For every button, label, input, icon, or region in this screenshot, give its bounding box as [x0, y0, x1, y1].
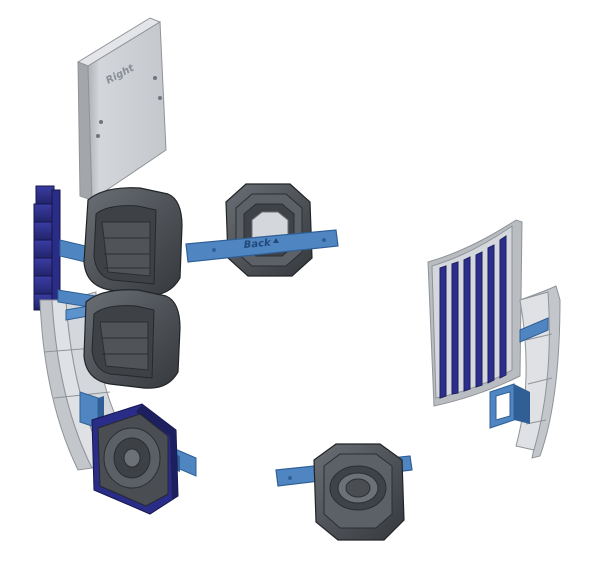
right-mount-brackets — [489, 317, 549, 429]
mount-hole — [99, 120, 103, 124]
right-side-panel: Right — [76, 17, 167, 201]
duct-housing-lower — [83, 289, 181, 389]
right-curved-shroud — [515, 285, 561, 459]
bracket-hole — [288, 476, 292, 480]
bracket-hole — [322, 238, 326, 242]
back-housing-assembly: Back — [185, 183, 339, 277]
triangle-up-icon — [273, 238, 279, 243]
bracket-hole — [212, 248, 216, 252]
bracket-label-back: Back — [243, 238, 272, 251]
navy-clip-stack — [33, 185, 61, 311]
mount-hole — [96, 134, 100, 138]
duct-housing-upper — [83, 187, 183, 297]
cooling-fan — [91, 403, 179, 515]
bottom-housing-assembly — [275, 443, 413, 541]
louvered-grille-panel — [427, 219, 523, 407]
mount-hole — [153, 76, 157, 80]
mount-hole — [158, 96, 162, 100]
